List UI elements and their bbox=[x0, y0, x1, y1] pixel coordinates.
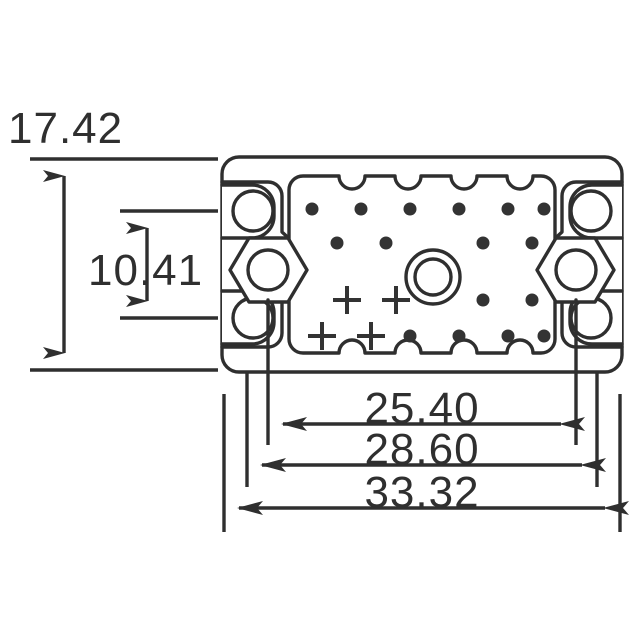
pin-dot bbox=[525, 293, 539, 307]
mounting-hole-top-right bbox=[568, 183, 624, 240]
mounting-hole-top-left bbox=[220, 183, 276, 240]
pin-dot bbox=[403, 202, 417, 216]
pin-dot bbox=[501, 329, 515, 343]
hex-nut-left bbox=[228, 236, 309, 374]
cross-marker bbox=[308, 322, 336, 350]
pin-grid bbox=[305, 202, 551, 343]
cross-marker bbox=[382, 286, 410, 314]
cross-marker-group bbox=[308, 286, 410, 350]
pin-dot bbox=[379, 236, 393, 250]
pin-dot bbox=[537, 202, 551, 216]
pin-dot bbox=[452, 202, 466, 216]
cross-marker bbox=[333, 286, 361, 314]
pin-dot bbox=[476, 293, 490, 307]
dimension-25-40 bbox=[266, 372, 585, 445]
dimension-label-10-41: 10.41 bbox=[88, 246, 203, 295]
pin-dot bbox=[403, 329, 417, 343]
cross-marker bbox=[357, 322, 385, 350]
pin-dot bbox=[476, 236, 490, 250]
dimension-10-41 bbox=[120, 209, 218, 320]
dimension-33-32 bbox=[222, 394, 629, 532]
dimension-label-33-32: 33.32 bbox=[364, 468, 479, 517]
mounting-hole-bottom-left bbox=[220, 289, 276, 346]
pin-dot bbox=[354, 202, 368, 216]
dimension-label-28-60: 28.60 bbox=[364, 425, 479, 474]
dimension-label-17-42: 17.42 bbox=[8, 104, 123, 153]
pin-dot bbox=[525, 236, 539, 250]
mounting-hole-bottom-right bbox=[568, 289, 624, 346]
pin-dot bbox=[330, 236, 344, 250]
dimension-17-42 bbox=[30, 157, 218, 372]
dimension-28-60 bbox=[245, 372, 606, 487]
pin-dot bbox=[305, 202, 319, 216]
dimension-label-25-40: 25.40 bbox=[364, 384, 479, 433]
pin-dot bbox=[452, 329, 466, 343]
pin-dot bbox=[501, 202, 515, 216]
hex-nut-right bbox=[535, 236, 616, 374]
pin-dot bbox=[537, 329, 551, 343]
center-alignment-ring bbox=[404, 248, 462, 306]
